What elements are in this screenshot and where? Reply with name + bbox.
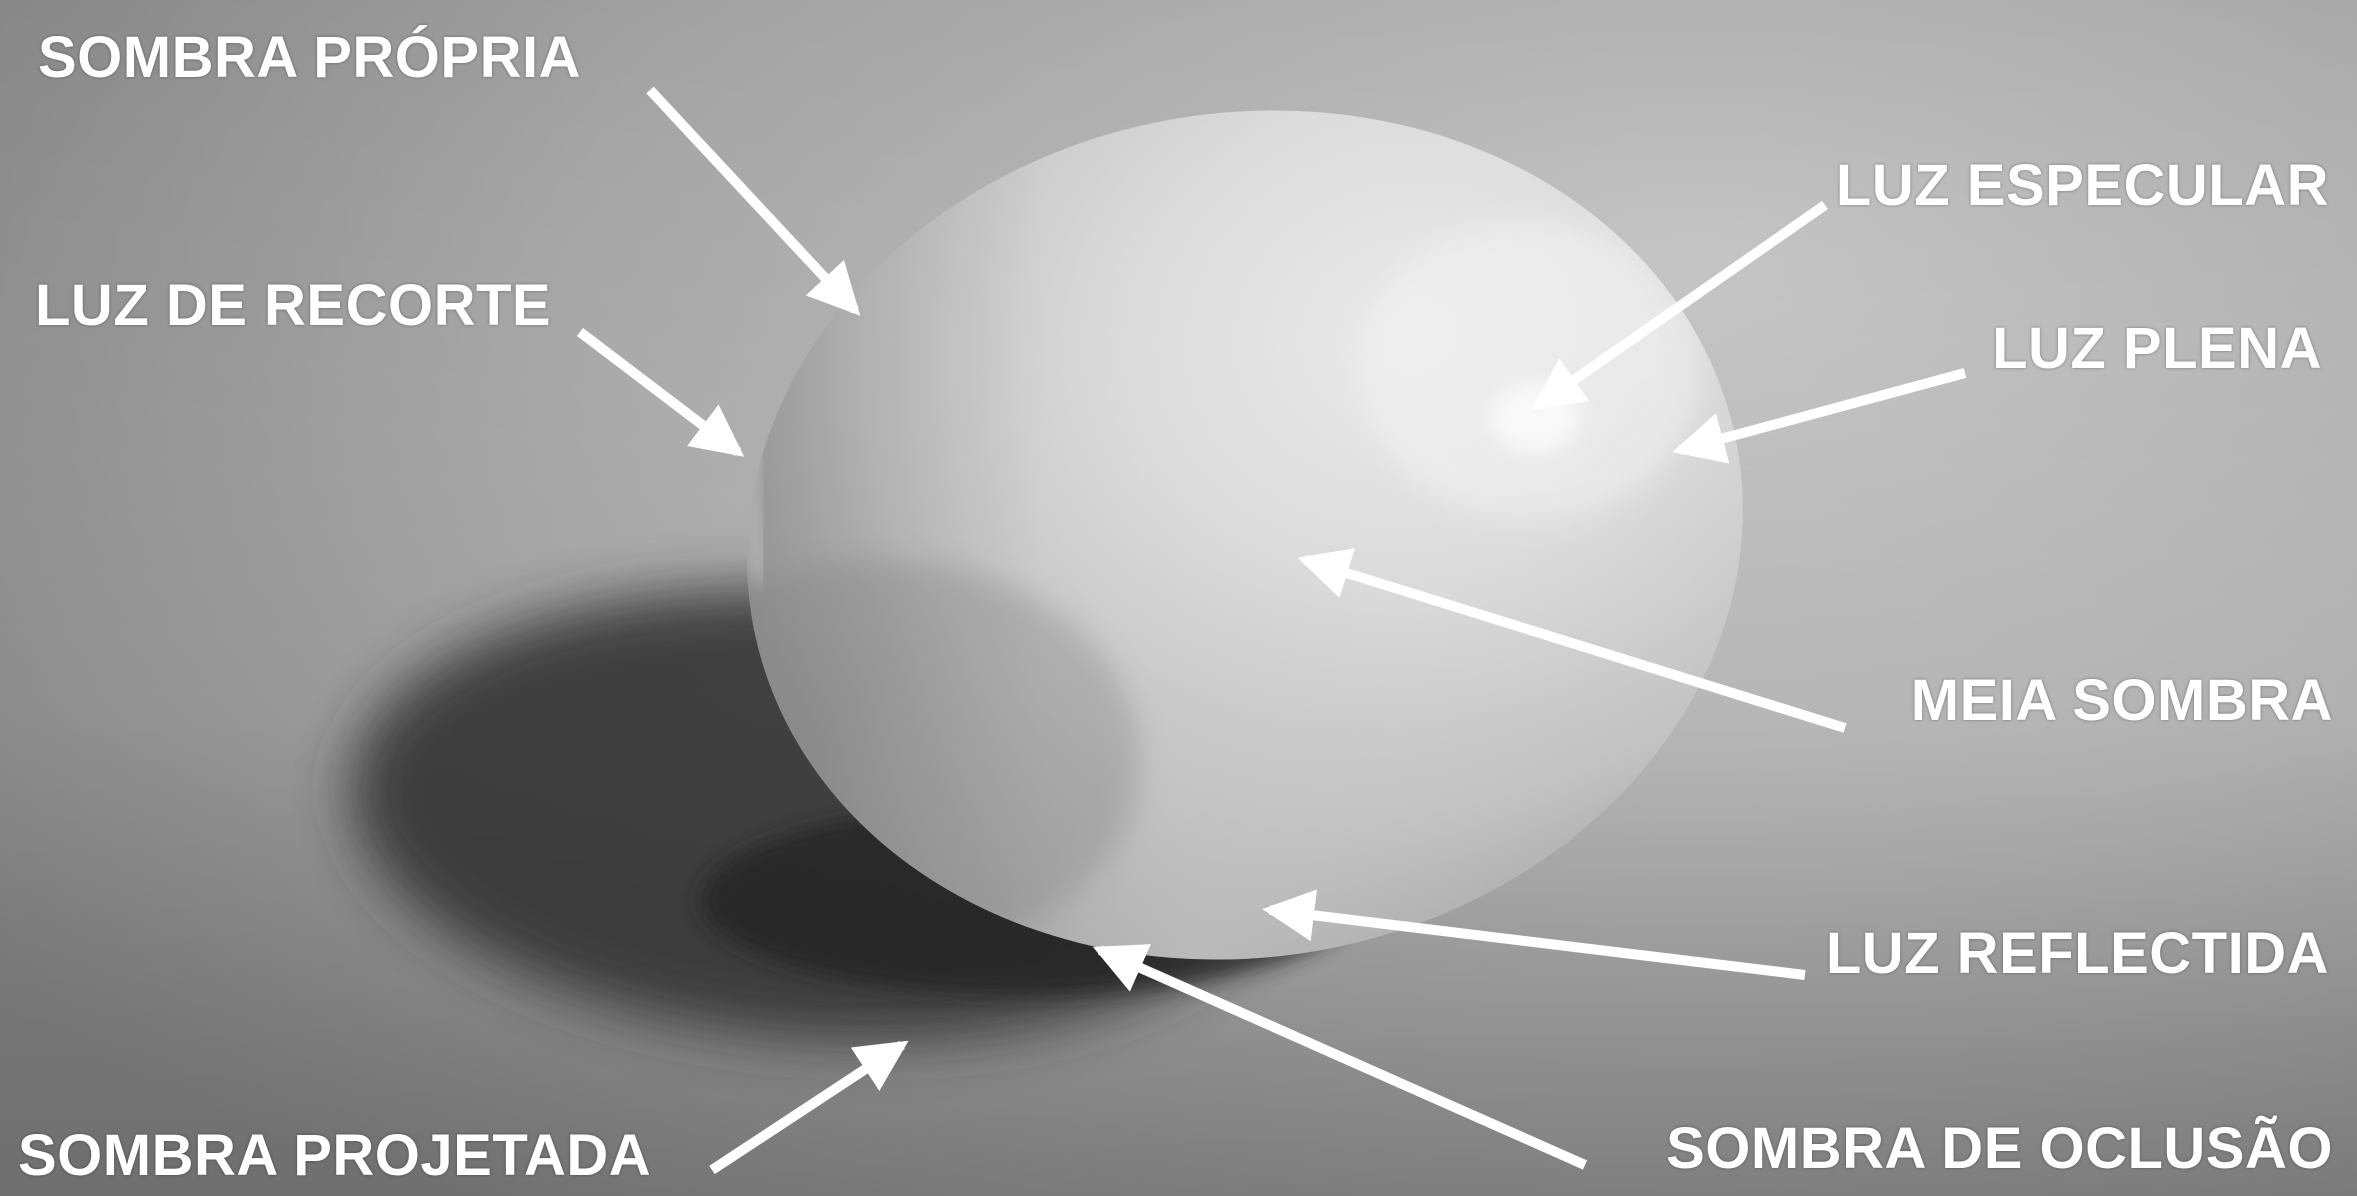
label-luz-especular: LUZ ESPECULAR: [1836, 153, 2329, 219]
label-luz-plena: LUZ PLENA: [1992, 316, 2322, 382]
label-meia-sombra: MEIA SOMBRA: [1911, 668, 2333, 734]
label-sombra-propria: SOMBRA PRÓPRIA: [38, 25, 581, 91]
label-luz-reflectida: LUZ REFLECTIDA: [1826, 921, 2329, 987]
label-luz-de-recorte: LUZ DE RECORTE: [35, 273, 551, 339]
label-sombra-de-oclusao: SOMBRA DE OCLUSÃO: [1666, 1116, 2333, 1182]
label-sombra-projetada: SOMBRA PROJETADA: [18, 1123, 651, 1189]
